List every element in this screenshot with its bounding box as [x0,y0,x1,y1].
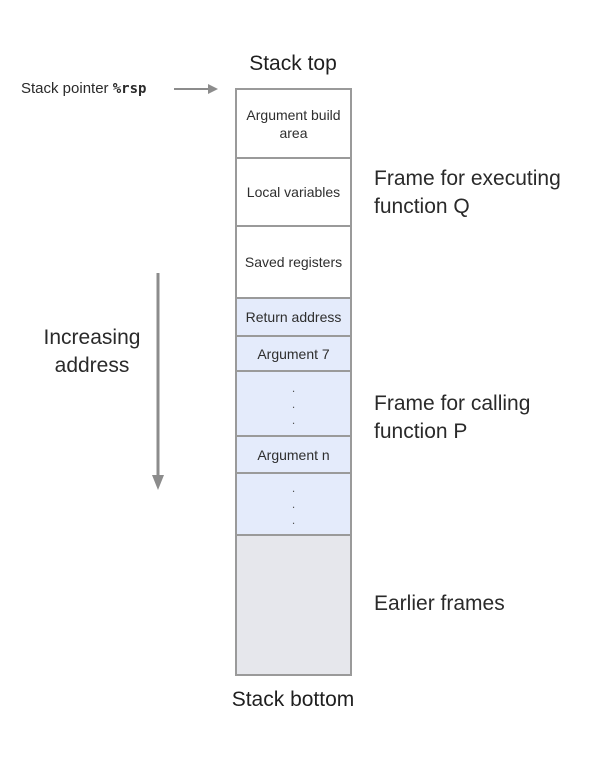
earlier-frames-label: Earlier frames [374,592,505,615]
cell-return-address: Return address [237,299,350,337]
cell-local-variables: Local variables [237,159,350,227]
frame-p-line2: function P [374,420,468,443]
cell-ellipsis-upper: . . . [237,372,350,437]
ellipsis-dot: . [291,380,296,395]
ellipsis-dot: . [291,497,296,511]
ellipsis-dot: . [291,396,296,411]
cell-earlier-frames [237,536,350,674]
frame-p-line1: Frame for calling [374,392,531,415]
increasing-address-line2: address [54,354,130,377]
cell-argument-7: Argument 7 [237,337,350,372]
frame-q-label: Frame for executing function Q [374,165,561,221]
ellipsis-dot: . [291,412,296,427]
cell-argument-build-area: Argument build area [237,90,350,159]
stack-pointer-register: %rsp [112,81,147,97]
stack-pointer-arrow-icon [174,84,218,94]
cell-argument-n: Argument n [237,437,350,474]
stack-diagram: Argument build area Local variables Save… [235,88,352,676]
ellipsis-dot: . [291,513,296,527]
frame-q-line2: function Q [374,195,470,218]
stack-bottom-label: Stack bottom [231,688,355,711]
increasing-address-arrow-icon [152,273,164,490]
frame-p-label: Frame for calling function P [374,390,530,446]
stack-pointer-text: Stack pointer [21,80,113,97]
ellipsis-dot: . [291,481,296,495]
cell-saved-registers: Saved registers [237,227,350,299]
frame-q-line1: Frame for executing [374,167,561,190]
increasing-address-label: Increasing address [28,324,156,380]
stack-top-label: Stack top [249,52,337,75]
cell-ellipsis-lower: . . . [237,474,350,536]
stack-pointer-label: Stack pointer %rsp [21,80,146,97]
increasing-address-line1: Increasing [43,326,141,349]
